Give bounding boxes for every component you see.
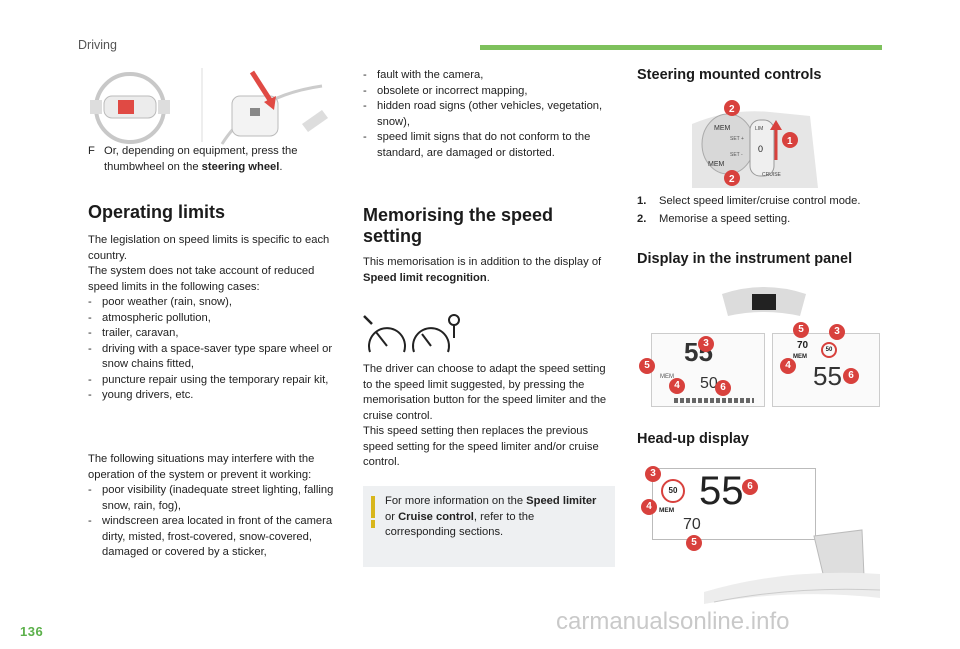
list-item: windscreen area located in front of the … [88, 514, 340, 561]
list-item: poor weather (rain, snow), [88, 295, 340, 311]
headup-title: Head-up display [637, 431, 749, 447]
callout-3: 3 [645, 466, 661, 482]
steering-controls-illustration: MEM SET + SET - MEM LIM 0 CRUISE 1 2 2 [692, 100, 818, 188]
mem-label: MEM [659, 507, 675, 514]
interference-intro: The following situations may interfere w… [88, 453, 315, 481]
callout-6: 6 [843, 368, 859, 384]
page-number: 136 [20, 624, 44, 639]
operating-limits-title: Operating limits [88, 202, 226, 222]
set-speed-readout: 70 [797, 340, 809, 351]
speed-readout: 55 [813, 361, 842, 391]
callout-4: 4 [780, 358, 796, 374]
callout-3: 3 [698, 336, 714, 352]
svg-text:2: 2 [729, 174, 735, 185]
list-item: fault with the camera, [363, 68, 617, 84]
operating-limits-body: The legislation on speed limits is speci… [88, 233, 340, 404]
limit-readout: 50 [700, 375, 718, 392]
interference-body: The following situations may interfere w… [88, 452, 340, 561]
svg-text:MEM: MEM [714, 125, 731, 132]
callout-3: 3 [829, 324, 845, 340]
memorising-p3: This speed setting then replaces the pre… [363, 425, 599, 468]
svg-text:SET -: SET - [730, 152, 743, 158]
svg-text:LIM: LIM [755, 126, 763, 132]
callout-4: 4 [669, 378, 685, 394]
speedometer-icons [363, 314, 460, 353]
set-speed-readout: 70 [683, 516, 701, 533]
callout-4: 4 [641, 499, 657, 515]
instrument-panel-overview [722, 287, 806, 316]
info-box: For more information on the Speed limite… [363, 486, 615, 567]
operating-limits-p1: The legislation on speed limits is speci… [88, 234, 330, 262]
watermark: carmanualsonline.info [556, 608, 790, 635]
cruise-control-icon [412, 314, 460, 353]
callout-6: 6 [742, 479, 758, 495]
section-header: Driving [78, 38, 117, 52]
speed-limiter-icon [363, 315, 406, 353]
info-text: For more information on the Speed limite… [385, 495, 597, 538]
list-item: atmospheric pollution, [88, 311, 340, 327]
steering-wheel-illustration [90, 68, 328, 145]
list-item: trailer, caravan, [88, 326, 340, 342]
info-marker-icon [371, 496, 375, 518]
callout-5: 5 [639, 358, 655, 374]
list-item: puncture repair using the temporary repa… [88, 373, 340, 389]
speed-limit-sign: 50 [661, 479, 685, 503]
level-gauge [674, 398, 754, 403]
list-item: driving with a space-saver type spare wh… [88, 342, 340, 373]
list-item: obsolete or incorrect mapping, [363, 84, 617, 100]
svg-text:SET +: SET + [730, 136, 744, 142]
dashboard-illustration [704, 529, 881, 604]
memorising-intro: This memorisation is in addition to the … [363, 256, 602, 284]
operating-limits-p2: The system does not take account of redu… [88, 265, 315, 293]
instrument-panel-title: Display in the instrument panel [637, 251, 853, 267]
headup-display: 50 MEM 55 70 [652, 468, 816, 540]
speed-readout: 55 [699, 469, 744, 513]
svg-text:2: 2 [729, 104, 735, 115]
list-item: speed limit signs that do not conform to… [363, 130, 617, 161]
svg-text:0: 0 [758, 144, 763, 154]
interference-continued-list: fault with the camera, obsolete or incor… [363, 68, 617, 161]
callout-5: 5 [686, 535, 702, 551]
memorising-body: The driver can choose to adapt the speed… [363, 362, 617, 471]
steering-controls-list: 1.Select speed limiter/cruise control mo… [637, 192, 887, 228]
callout-5: 5 [793, 322, 809, 338]
list-item: hidden road signs (other vehicles, veget… [363, 99, 617, 130]
list-item: 1.Select speed limiter/cruise control mo… [637, 195, 861, 207]
mem-label: MEM [793, 354, 807, 360]
speed-limit-sign: 50 [821, 342, 837, 358]
svg-text:1: 1 [787, 136, 793, 147]
mem-label: MEM [660, 374, 674, 380]
svg-text:CRUISE: CRUISE [762, 172, 782, 178]
list-item: 2.Memorise a speed setting. [637, 213, 791, 225]
callout-6: 6 [715, 380, 731, 396]
list-item: poor visibility (inadequate street light… [88, 483, 340, 514]
memorising-p2: The driver can choose to adapt the speed… [363, 363, 607, 422]
steering-controls-title: Steering mounted controls [637, 67, 822, 83]
list-item: young drivers, etc. [88, 388, 340, 404]
section-accent-bar [480, 45, 882, 50]
memorising-title: Memorising the speed setting [363, 205, 554, 246]
svg-text:MEM: MEM [708, 161, 725, 168]
